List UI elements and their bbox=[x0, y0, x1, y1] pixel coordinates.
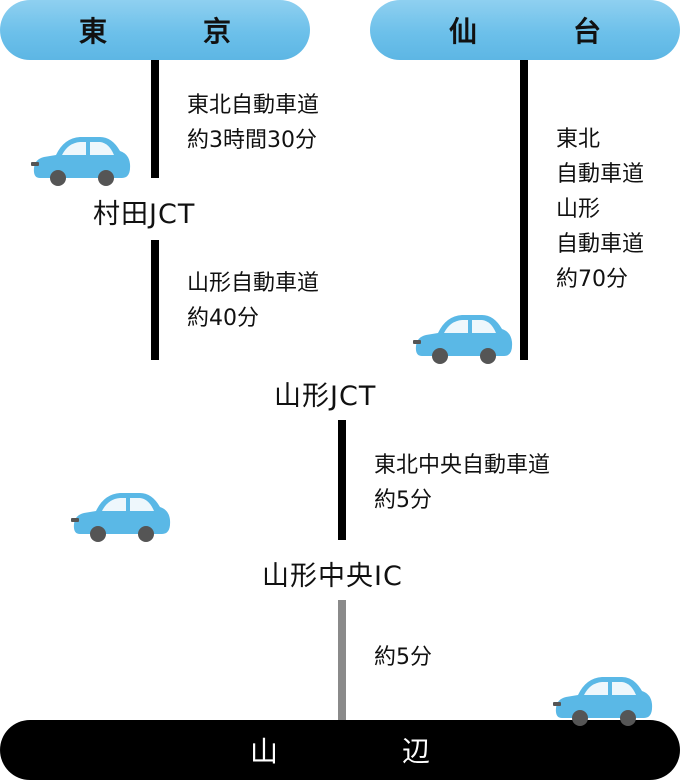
route-label-tokyo-murata: 東北自動車道 約3時間30分 bbox=[187, 93, 320, 153]
car-icon bbox=[31, 137, 131, 186]
junction-murata: 村田JCT bbox=[93, 199, 196, 230]
route-line-murata-yamagata bbox=[151, 240, 159, 360]
car-icon bbox=[71, 493, 171, 542]
origin-tokyo: 東 京 bbox=[0, 0, 310, 60]
route-line-chuo-yamanobe bbox=[338, 600, 346, 722]
route-line-yamagata-chuo bbox=[338, 420, 346, 540]
car-icon bbox=[553, 677, 653, 726]
destination-yamanobe: 山 辺 bbox=[0, 720, 680, 780]
route-label-murata-yamagata: 山形自動車道 約40分 bbox=[187, 271, 320, 331]
origin-sendai: 仙 台 bbox=[370, 0, 680, 60]
route-label-sendai-yamagata: 東北 自動車道 山形 自動車道 約70分 bbox=[556, 127, 645, 292]
car-icon bbox=[413, 315, 513, 364]
route-line-sendai-yamagata bbox=[520, 60, 528, 360]
route-line-tokyo-murata bbox=[151, 60, 159, 178]
junction-yamagata-chuo: 山形中央IC bbox=[262, 561, 403, 592]
junction-yamagata: 山形JCT bbox=[274, 381, 377, 412]
route-label-chuo-yamanobe: 約5分 bbox=[374, 645, 432, 670]
route-label-yamagata-chuo: 東北中央自動車道 約5分 bbox=[374, 453, 551, 513]
